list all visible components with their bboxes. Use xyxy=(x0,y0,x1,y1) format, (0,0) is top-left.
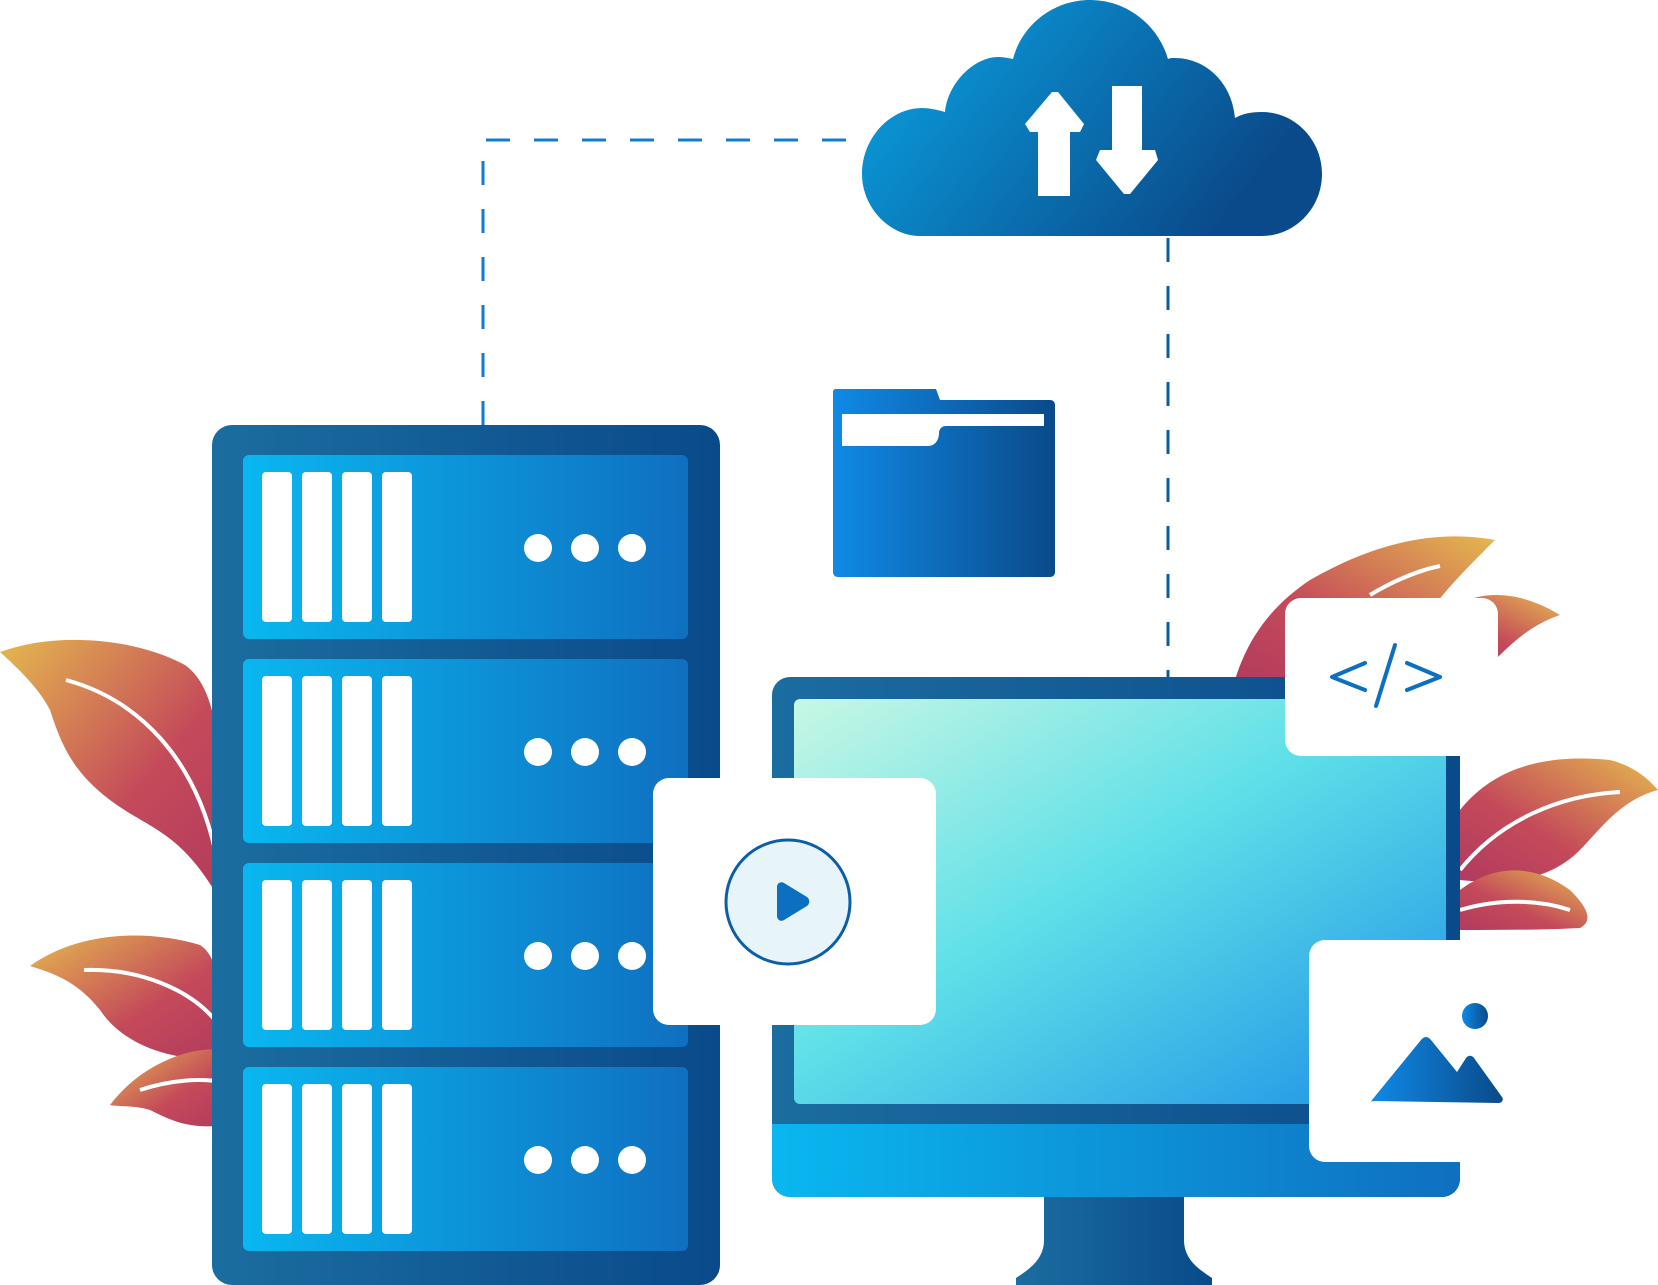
drive-bay xyxy=(342,1084,372,1234)
desktop-monitor-icon xyxy=(772,677,1460,1285)
status-dot xyxy=(571,942,599,970)
status-dot xyxy=(618,1146,646,1174)
cloud-upload-download-icon xyxy=(862,0,1322,236)
image-card[interactable] xyxy=(1309,940,1522,1162)
status-dot xyxy=(571,738,599,766)
status-dot xyxy=(524,1146,552,1174)
monitor-stand xyxy=(1016,1195,1212,1285)
play-icon[interactable] xyxy=(777,882,810,921)
drive-bay xyxy=(262,1084,292,1234)
status-dot xyxy=(571,1146,599,1174)
leaf-icon xyxy=(0,639,222,900)
drive-bay xyxy=(342,880,372,1030)
status-dot xyxy=(524,534,552,562)
server-unit xyxy=(243,455,688,639)
leaf-icon xyxy=(1460,758,1658,882)
code-icon xyxy=(1330,643,1442,708)
leaf-icon xyxy=(30,935,223,1060)
drive-bay xyxy=(302,676,332,826)
status-dot xyxy=(571,534,599,562)
server-unit xyxy=(243,1067,688,1251)
monitor-screen xyxy=(794,699,1446,1104)
sun-dot xyxy=(1462,1003,1488,1029)
image-icon xyxy=(1371,1003,1503,1103)
drive-bay xyxy=(382,1084,412,1234)
connection-line-server-cloud xyxy=(481,138,870,425)
server-unit xyxy=(243,863,688,1047)
leaf-vein xyxy=(1368,564,1441,597)
status-dot xyxy=(618,942,646,970)
drive-bay xyxy=(382,880,412,1030)
status-dot xyxy=(618,738,646,766)
status-dot xyxy=(618,534,646,562)
mountains xyxy=(1371,1037,1503,1103)
connection-lines xyxy=(481,138,1170,680)
server-rack-icon xyxy=(212,425,720,1285)
server-unit xyxy=(243,659,688,843)
leaf-vein xyxy=(83,967,217,1022)
drive-bay xyxy=(302,880,332,1030)
upload-arrow-icon xyxy=(1025,92,1084,196)
status-dot xyxy=(524,942,552,970)
code-card[interactable] xyxy=(1285,598,1498,756)
drive-bay xyxy=(262,880,292,1030)
drive-bay xyxy=(262,676,292,826)
drive-bay xyxy=(382,472,412,622)
left-plant xyxy=(0,639,225,1127)
drive-bay xyxy=(342,472,372,622)
drive-bay xyxy=(382,676,412,826)
drive-bay xyxy=(342,676,372,826)
status-dot xyxy=(524,738,552,766)
monitor-chin xyxy=(772,1124,1460,1197)
leaf-vein xyxy=(1459,899,1571,912)
folder-icon xyxy=(833,389,1055,577)
server-units xyxy=(243,455,688,1251)
leaf-vein xyxy=(1458,790,1621,872)
download-arrow-icon xyxy=(1096,86,1158,194)
drive-bay xyxy=(262,472,292,622)
leaf-icon xyxy=(110,1049,225,1127)
leaf-vein xyxy=(65,678,217,851)
video-card[interactable] xyxy=(653,778,936,1025)
drive-bay xyxy=(302,472,332,622)
drive-bay xyxy=(302,1084,332,1234)
